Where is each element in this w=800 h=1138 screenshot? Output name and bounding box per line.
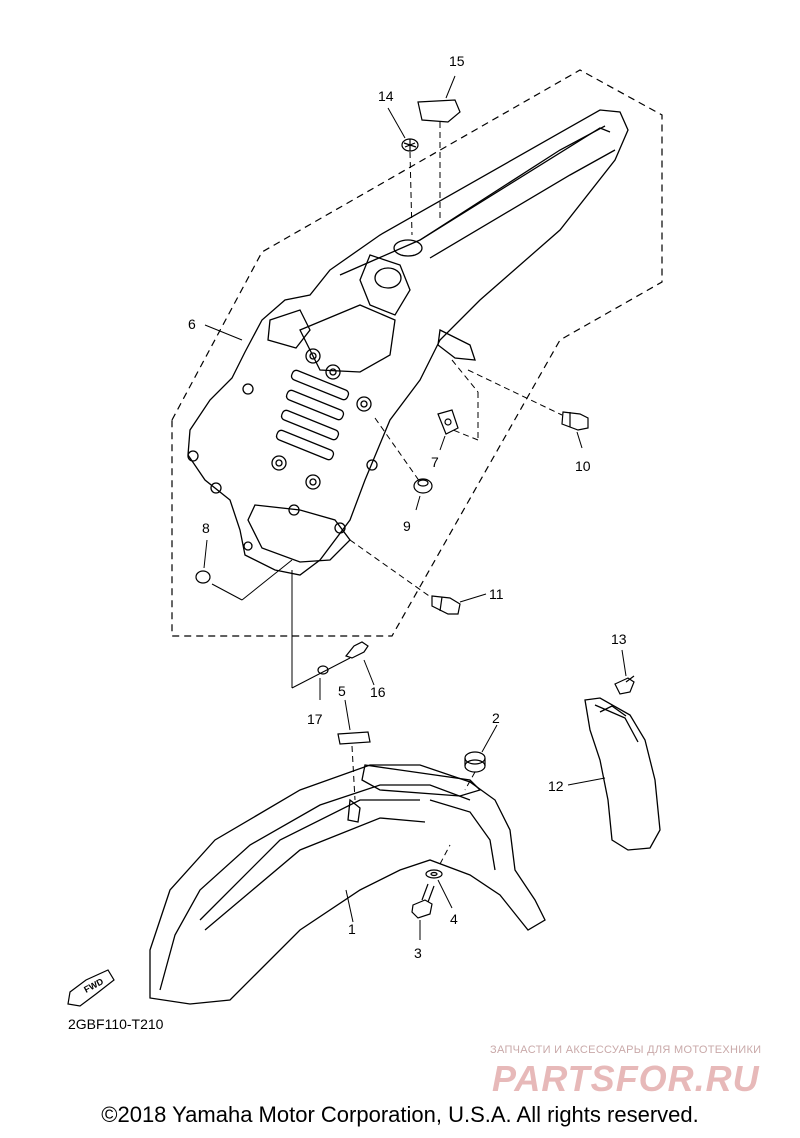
bolt-3 xyxy=(411,883,435,919)
callout-7: 7 xyxy=(431,454,439,470)
fwd-arrow-icon: FWD xyxy=(67,969,115,1007)
copyright-notice: ©2018 Yamaha Motor Corporation, U.S.A. A… xyxy=(101,1102,699,1127)
rear-fender xyxy=(187,109,629,576)
callout-11: 11 xyxy=(489,586,504,602)
washer-17 xyxy=(317,665,329,675)
callout-9: 9 xyxy=(403,518,411,534)
callout-1: 1 xyxy=(348,921,356,937)
screw-13 xyxy=(614,675,635,695)
callout-6: 6 xyxy=(188,316,196,332)
callout-15: 15 xyxy=(449,53,465,69)
callout-8: 8 xyxy=(202,520,210,536)
callout-17: 17 xyxy=(307,711,323,727)
mud-guard xyxy=(584,697,661,851)
callout-14: 14 xyxy=(378,88,394,104)
washer-14 xyxy=(401,138,419,152)
bolt-16 xyxy=(344,641,369,659)
collar-8 xyxy=(195,570,211,584)
front-fender xyxy=(149,764,546,1005)
nut-7 xyxy=(437,409,459,435)
callout-2: 2 xyxy=(492,710,500,726)
callout-13: 13 xyxy=(611,631,627,647)
watermark-logo: PARTSFOR.RU xyxy=(492,1058,760,1099)
leader-lines xyxy=(203,75,627,940)
assembly-boundary xyxy=(171,69,663,637)
grommet-9 xyxy=(413,478,433,494)
callout-12: 12 xyxy=(548,778,564,794)
callout-4: 4 xyxy=(450,911,458,927)
watermark-tagline: ЗАПЧАСТИ И АКСЕССУАРЫ ДЛЯ МОТОТЕХНИКИ xyxy=(490,1044,762,1056)
sticker-15 xyxy=(417,99,461,123)
bolt-11 xyxy=(431,595,461,615)
collar-2 xyxy=(464,751,486,773)
callout-5: 5 xyxy=(338,683,346,699)
callout-16: 16 xyxy=(370,684,386,700)
callouts: 15 14 6 7 9 8 10 11 16 17 5 2 13 12 4 1 … xyxy=(188,53,627,961)
callout-3: 3 xyxy=(414,945,422,961)
callout-10: 10 xyxy=(575,458,591,474)
diagram-code: 2GBF110-T210 xyxy=(68,1016,164,1032)
bolt-10 xyxy=(561,411,589,431)
sticker-5 xyxy=(337,731,371,745)
washer-4 xyxy=(425,869,443,879)
